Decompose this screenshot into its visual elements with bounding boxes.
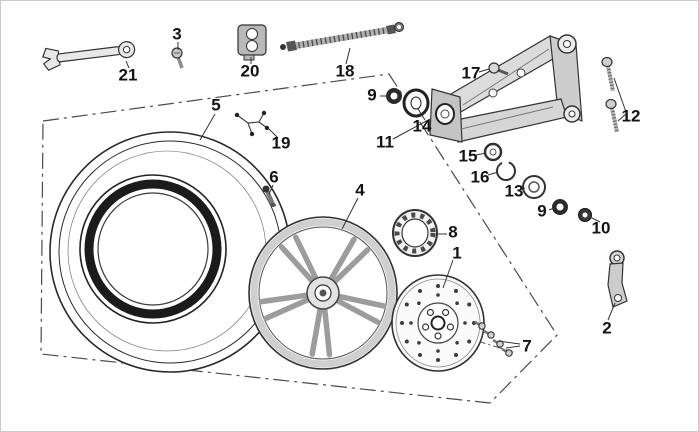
wheel-rim-drawing (248, 216, 398, 370)
leader-lines (125, 42, 627, 349)
part-label-2: 2 (602, 318, 612, 338)
disc-screws-drawing (474, 320, 513, 357)
part-label-12: 12 (621, 106, 641, 126)
part-label-17: 17 (461, 63, 481, 83)
part-label-20: 20 (240, 61, 260, 81)
part-label-1: 1 (452, 243, 462, 263)
part-label-8: 8 (448, 222, 458, 242)
swingarm-drawing (429, 34, 583, 143)
wire-clips-drawing (234, 110, 270, 137)
part-label-16: 16 (470, 167, 490, 187)
part-label-13: 13 (504, 181, 524, 201)
snap-ring-16-drawing (496, 161, 516, 181)
part-label-10: 10 (591, 218, 611, 238)
part-label-9-right: 9 (537, 201, 547, 221)
wrench-drawing (42, 41, 136, 72)
bearing-13-drawing (522, 175, 546, 199)
boundary-outline (40, 73, 558, 404)
bolts-12-drawing (601, 56, 619, 133)
part-label-11: 11 (376, 132, 394, 152)
bracket-2-drawing (607, 250, 628, 308)
bolt-3-drawing (171, 47, 184, 69)
brake-hose-drawing (280, 22, 404, 52)
disc-drill-holes (400, 284, 476, 362)
disc-bolt-holes (422, 308, 454, 340)
dust-seal-left-drawing (386, 88, 430, 118)
part-label-4: 4 (355, 180, 365, 200)
brake-disc-drawing (391, 274, 485, 372)
part-label-19: 19 (271, 133, 291, 153)
tire-drawing (49, 131, 291, 373)
part-label-3: 3 (172, 24, 182, 44)
valve-stem-drawing (262, 185, 276, 207)
tone-ring-drawing (392, 209, 438, 257)
wheel-spokes (258, 234, 387, 358)
part-label-18: 18 (335, 61, 355, 81)
part-label-9-left: 9 (367, 85, 377, 105)
seal-9-right-drawing (552, 199, 568, 215)
part-label-14: 14 (412, 116, 432, 136)
washer-15-drawing (483, 142, 503, 162)
part-label-21: 21 (118, 65, 138, 85)
part-label-6: 6 (269, 167, 279, 187)
axle-nut-10-drawing (578, 208, 592, 222)
clamp-20-drawing (237, 24, 267, 61)
pivot-bolt-drawing (488, 62, 509, 76)
part-label-15: 15 (458, 146, 478, 166)
part-label-7: 7 (522, 336, 532, 356)
part-label-5: 5 (211, 95, 221, 115)
